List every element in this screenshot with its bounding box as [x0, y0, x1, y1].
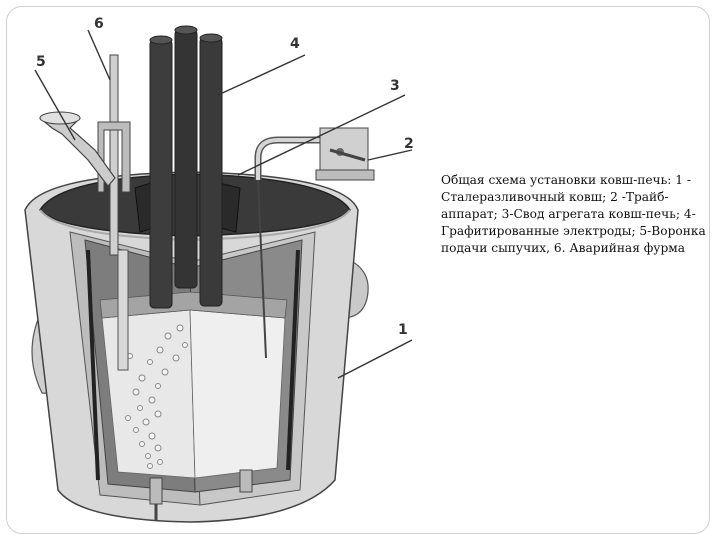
slag-layer — [99, 291, 288, 319]
electrode-3 — [199, 37, 223, 307]
molten-steel-right — [189, 309, 286, 479]
wire-feed-pipe — [254, 136, 322, 180]
label-6: 6 — [94, 16, 104, 32]
molten-steel-left — [101, 309, 196, 479]
lance-guide — [97, 121, 131, 193]
wire-inside — [257, 179, 267, 359]
electrode-1 — [149, 39, 173, 309]
lance-tip — [117, 249, 129, 371]
label-2: 2 — [404, 136, 414, 152]
wire-feed-pipe-inner — [256, 138, 322, 180]
bottom-plug-right — [239, 469, 253, 493]
leader-lines — [34, 29, 413, 379]
label-3: 3 — [390, 78, 400, 94]
insulation-right — [286, 249, 300, 471]
label-5: 5 — [36, 54, 46, 70]
bottom-plug-left — [149, 477, 163, 505]
diagram-caption: Общая схема установки ковш-печь: 1 - Ста… — [441, 173, 706, 255]
emergency-lance — [109, 54, 119, 256]
gas-bubbles — [125, 324, 188, 469]
label-1: 1 — [398, 322, 408, 338]
slide-frame — [6, 6, 710, 534]
wire-feeder-unit — [319, 127, 369, 173]
insulation-left — [86, 249, 100, 481]
electrode-2 — [174, 29, 198, 289]
label-4: 4 — [290, 36, 300, 52]
